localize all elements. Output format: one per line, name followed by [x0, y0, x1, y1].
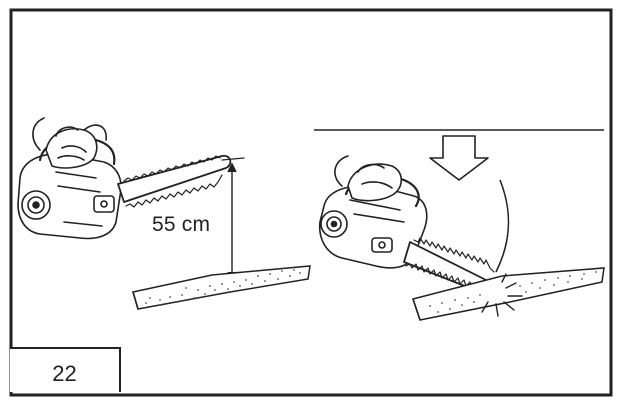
chainsaw-drop-impact-icon: [318, 155, 500, 298]
height-label: 55 cm: [152, 213, 211, 236]
ground-slab-right: [412, 267, 605, 321]
down-arrow-icon: [314, 129, 604, 181]
figure-number: 22: [52, 361, 77, 386]
height-dimension-line: [227, 162, 237, 282]
impact-burst-icon: [481, 273, 523, 317]
chainsaw-drop-height-icon: [17, 117, 245, 240]
fall-trajectory-line: [495, 179, 510, 273]
ground-slab-left: [132, 265, 311, 310]
figure-border: [9, 8, 613, 397]
figure-number-box: 22: [10, 347, 121, 392]
